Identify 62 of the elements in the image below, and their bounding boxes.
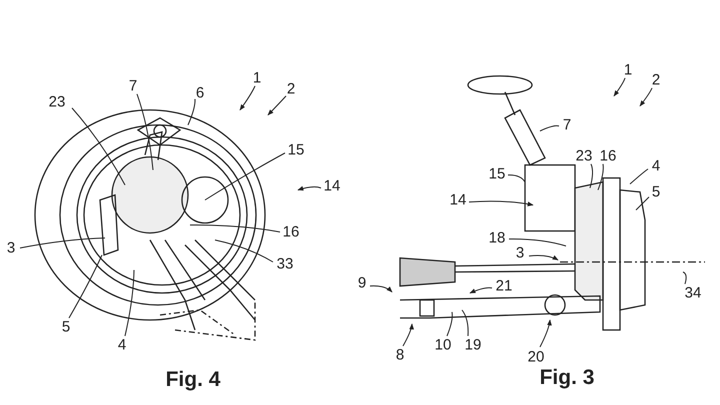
callout-number: 15 xyxy=(488,166,506,182)
callout-number: 15 xyxy=(288,142,304,158)
callout-number: 34 xyxy=(684,286,702,300)
callout-number: 7 xyxy=(562,118,572,132)
callout-number: 33 xyxy=(276,256,294,272)
leader-line xyxy=(204,152,286,200)
callout-number: 2 xyxy=(652,72,660,88)
figure-label: Fig. 4 xyxy=(166,368,220,392)
leader-line xyxy=(136,94,154,170)
callout-number: 9 xyxy=(358,276,366,290)
leader-line xyxy=(72,108,126,186)
callout-number: 18 xyxy=(488,230,506,246)
callout-number: 1 xyxy=(624,62,632,78)
callout-number: 3 xyxy=(516,246,524,260)
callout-number: 14 xyxy=(324,178,340,194)
leader-line xyxy=(462,310,469,336)
leader-line xyxy=(590,164,594,188)
leader-line xyxy=(508,238,566,246)
callout-number: 4 xyxy=(118,338,126,352)
leader-line xyxy=(630,168,648,184)
callout-number: 16 xyxy=(282,224,300,240)
arrow xyxy=(268,96,286,116)
callout-number: 3 xyxy=(6,240,16,256)
arrow xyxy=(540,319,552,348)
callout-number: 10 xyxy=(434,338,452,352)
callout-number: 2 xyxy=(286,82,296,96)
callout-number: 23 xyxy=(48,94,66,110)
arrow xyxy=(469,287,492,294)
leader-line xyxy=(190,224,280,232)
leader-line xyxy=(682,272,687,284)
arrow xyxy=(402,323,414,346)
leader-line xyxy=(540,125,560,132)
arrow xyxy=(640,88,652,106)
callout-number: 6 xyxy=(196,86,204,100)
leader-line xyxy=(214,240,274,262)
callout-number: 1 xyxy=(252,70,262,86)
leader-line xyxy=(446,312,453,336)
callout-number: 21 xyxy=(496,278,512,294)
callout-number: 8 xyxy=(396,348,404,362)
arrow xyxy=(297,186,322,191)
arrow xyxy=(614,78,626,96)
callout-number: 7 xyxy=(128,78,138,94)
callout-number: 14 xyxy=(450,192,466,208)
leader-line xyxy=(124,270,134,336)
callout-number: 5 xyxy=(652,184,660,200)
arrow xyxy=(528,255,559,260)
leader-line xyxy=(20,238,106,248)
leader-line xyxy=(598,164,604,190)
leader-line xyxy=(68,254,102,318)
callout-number: 4 xyxy=(652,158,660,174)
leader-line xyxy=(508,174,526,182)
leader-line xyxy=(188,98,196,126)
arrow xyxy=(370,285,392,292)
figure-label: Fig. 3 xyxy=(540,366,594,390)
callout-number: 16 xyxy=(600,148,616,164)
leader-line xyxy=(636,196,650,210)
callout-number: 23 xyxy=(576,148,592,164)
callout-number: 20 xyxy=(528,350,544,364)
arrow xyxy=(240,86,256,110)
callout-number: 19 xyxy=(464,338,482,352)
callout-number: 5 xyxy=(62,320,70,334)
arrow xyxy=(468,200,534,206)
